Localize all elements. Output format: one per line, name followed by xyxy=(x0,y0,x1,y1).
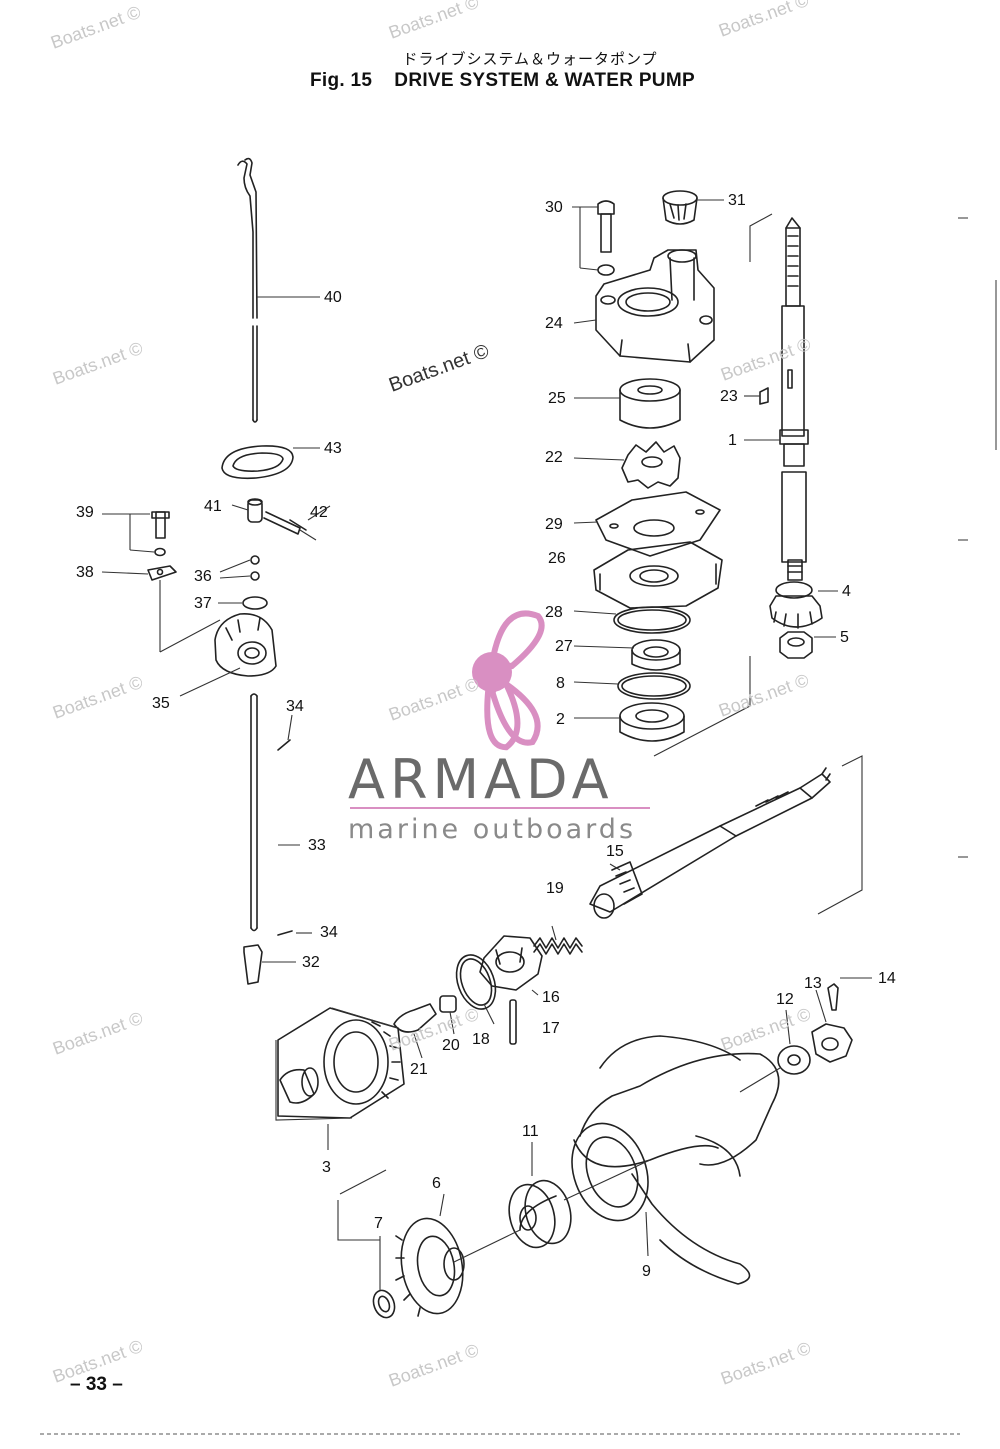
callout-16: 16 xyxy=(542,989,560,1006)
figure-title: Fig. 15 DRIVE SYSTEM & WATER PUMP xyxy=(310,70,695,92)
callout-6: 6 xyxy=(432,1175,441,1192)
callout-39: 39 xyxy=(76,504,94,521)
figure-caption: DRIVE SYSTEM & WATER PUMP xyxy=(394,70,695,91)
callout-18: 18 xyxy=(472,1031,490,1048)
pinion-nut-5 xyxy=(779,631,813,659)
cotter-pin-14 xyxy=(827,983,839,1011)
callout-32: 32 xyxy=(302,954,320,971)
seal-27 xyxy=(631,639,681,671)
grommet-31 xyxy=(662,190,698,225)
plunger-21 xyxy=(393,1003,437,1033)
callout-34: 34 xyxy=(286,698,304,715)
shift-cam-housing xyxy=(214,613,277,677)
bearing-2 xyxy=(619,702,685,742)
callout-7: 7 xyxy=(374,1215,383,1232)
washer-7 xyxy=(372,1289,396,1319)
nut-13 xyxy=(811,1023,853,1063)
reverse-gear-6 xyxy=(395,1217,465,1317)
callout-35: 35 xyxy=(152,695,170,712)
gasket-29 xyxy=(595,491,721,557)
callout-5: 5 xyxy=(840,629,849,646)
callout-36: 36 xyxy=(194,568,212,585)
callout-34b: 34 xyxy=(320,924,338,941)
callout-11: 11 xyxy=(522,1123,539,1140)
shift-rod-upper xyxy=(237,157,258,423)
callout-42: 42 xyxy=(310,504,328,521)
spring-19 xyxy=(533,937,583,955)
o-ring-8 xyxy=(617,672,691,700)
callout-43: 43 xyxy=(324,440,342,457)
callouts: 40 43 41 42 39 38 36 37 35 34 33 34 32 3… xyxy=(76,192,896,1280)
callout-21: 21 xyxy=(410,1061,428,1078)
callout-9: 9 xyxy=(642,1263,651,1280)
follower-20 xyxy=(439,995,457,1013)
grommet xyxy=(221,445,294,480)
callout-38: 38 xyxy=(76,564,94,581)
thrust-hub-11 xyxy=(508,1179,572,1249)
washer-12 xyxy=(777,1045,811,1075)
callout-26: 26 xyxy=(548,550,566,567)
callout-19: 19 xyxy=(546,880,564,897)
shift-rod-connector xyxy=(242,498,307,610)
callout-33: 33 xyxy=(308,837,326,854)
logo-tagline: marine outboards xyxy=(348,814,637,845)
callout-41: 41 xyxy=(204,498,222,515)
shift-rod-lower xyxy=(243,693,293,985)
callout-12: 12 xyxy=(776,991,794,1008)
callout-40: 40 xyxy=(324,289,342,306)
insert-cup-25 xyxy=(619,378,681,429)
bolt-30 xyxy=(597,200,615,276)
callout-2: 2 xyxy=(556,711,565,728)
callout-22: 22 xyxy=(545,449,563,466)
callout-8: 8 xyxy=(556,675,565,692)
callout-15: 15 xyxy=(606,843,624,860)
callout-17: 17 xyxy=(542,1020,560,1037)
callout-3: 3 xyxy=(322,1159,331,1176)
callout-4: 4 xyxy=(842,583,851,600)
callout-28: 28 xyxy=(545,604,563,621)
callout-30: 30 xyxy=(545,199,563,216)
callout-24: 24 xyxy=(545,315,563,332)
forward-gear-3 xyxy=(277,1007,405,1119)
callout-1: 1 xyxy=(728,432,737,449)
callout-37: 37 xyxy=(194,595,212,612)
pump-housing xyxy=(595,249,715,363)
lever-bolt xyxy=(147,511,177,581)
callout-20: 20 xyxy=(442,1037,460,1054)
propeller-shaft xyxy=(589,767,831,919)
callout-25: 25 xyxy=(548,390,566,407)
pump-plate-26 xyxy=(593,541,723,609)
driveshaft xyxy=(759,217,809,581)
clutch-16 xyxy=(479,935,543,991)
logo-name: ARMADA xyxy=(348,748,614,811)
callout-29: 29 xyxy=(545,516,563,533)
armada-logo-mark xyxy=(472,610,545,751)
pin-17 xyxy=(509,999,517,1045)
page-number: – 33 – xyxy=(70,1374,123,1395)
japanese-title: ドライブシステム＆ウォータポンプ xyxy=(402,50,658,68)
impeller-22 xyxy=(621,441,681,489)
callout-27: 27 xyxy=(555,638,573,655)
callout-14: 14 xyxy=(878,970,896,987)
pinion-gear-4 xyxy=(769,581,823,629)
callout-23: 23 xyxy=(720,388,738,405)
ring-18 xyxy=(455,954,497,1010)
callout-31: 31 xyxy=(728,192,746,209)
o-ring-28 xyxy=(613,606,691,634)
callout-13: 13 xyxy=(804,975,822,992)
figure-number: Fig. 15 xyxy=(310,70,373,91)
